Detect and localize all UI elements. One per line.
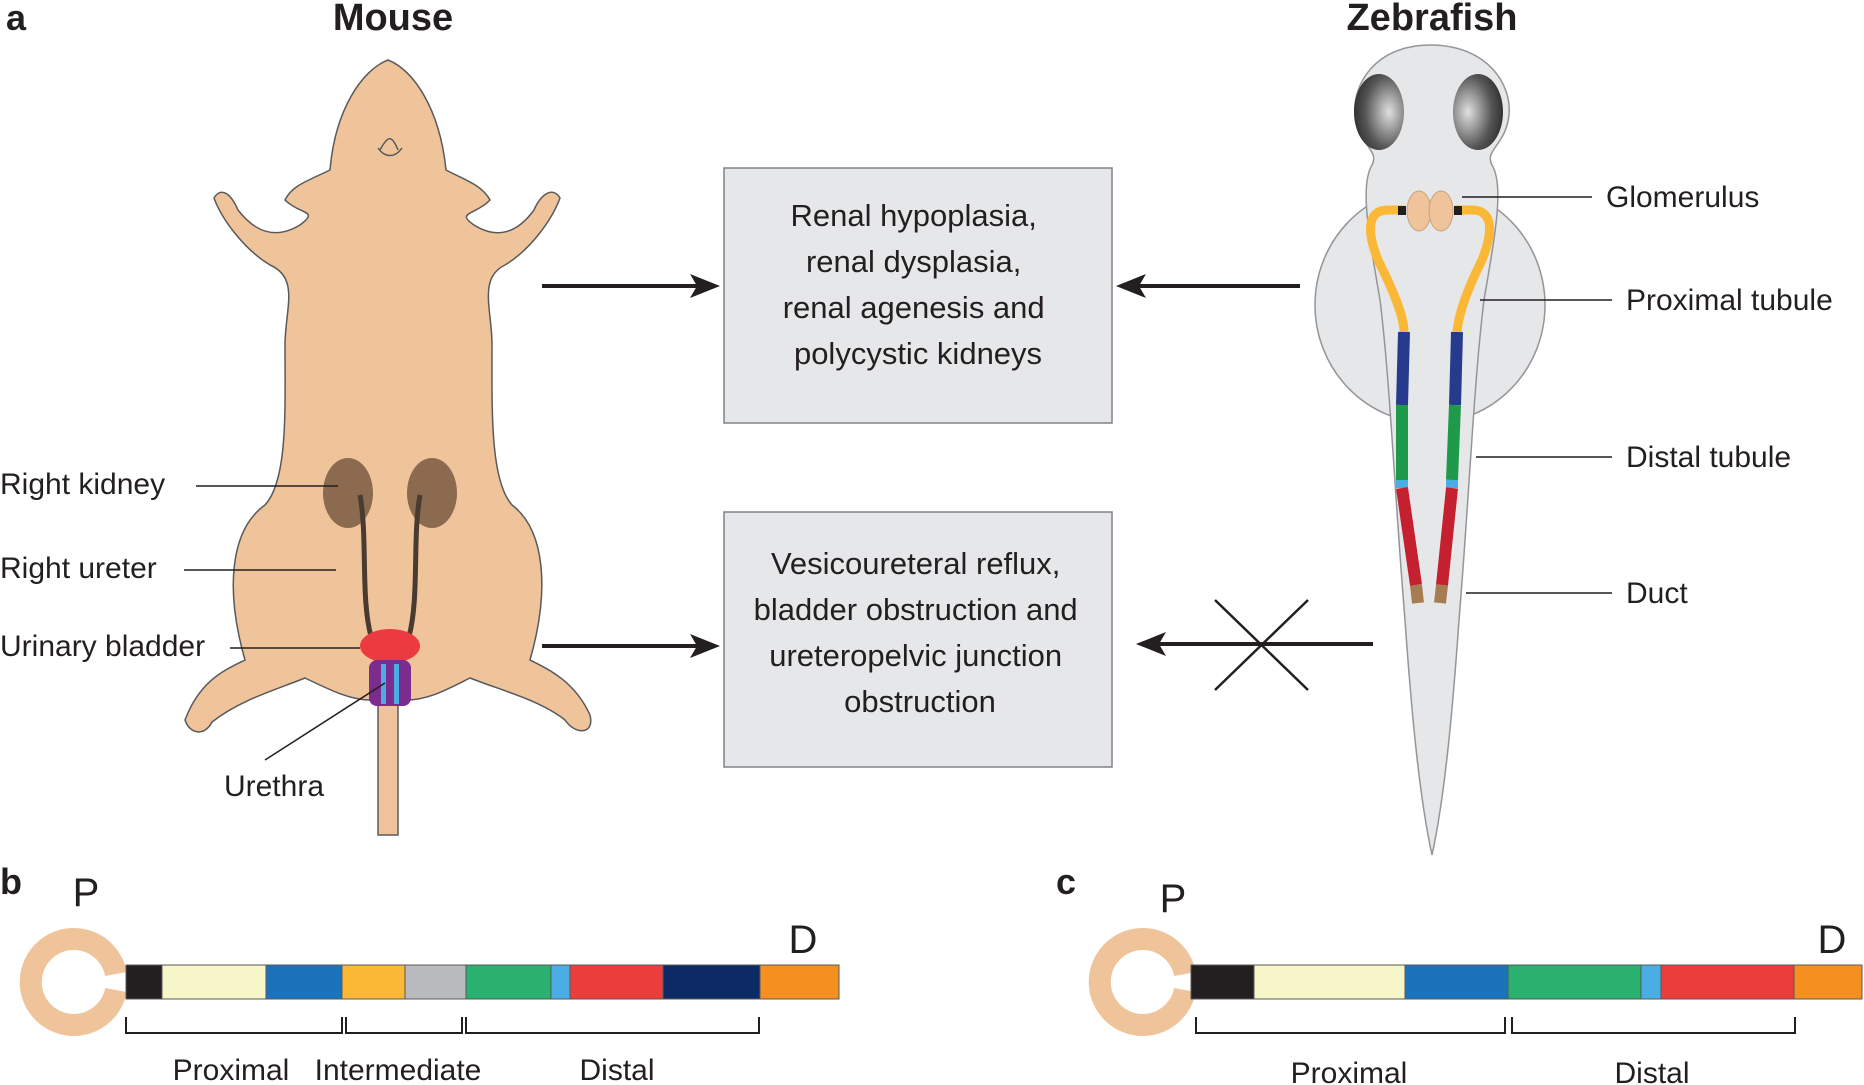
left-kidney <box>407 458 457 528</box>
nephron-segment <box>569 964 664 1000</box>
left-ureter <box>405 494 423 641</box>
nephron-segment <box>1507 964 1642 1000</box>
mouse-title: Mouse <box>333 0 453 39</box>
region-label-intermediate-b: Intermediate <box>315 1054 482 1085</box>
distal-early-right <box>1449 331 1463 406</box>
mouse-illustration <box>184 59 592 836</box>
neck-segment-right <box>1454 206 1462 215</box>
duct-end-right <box>1434 584 1448 604</box>
bowman-capsule-b <box>19 928 127 1036</box>
left-eye <box>1354 74 1404 150</box>
label-glomerulus: Glomerulus <box>1606 181 1759 214</box>
label-right-ureter: Right ureter <box>0 552 157 585</box>
zebrafish-title: Zebrafish <box>1346 0 1517 39</box>
region-label-distal-c: Distal <box>1614 1057 1689 1085</box>
nephron-segment <box>161 964 267 1000</box>
urethra-stripe <box>394 664 399 704</box>
box-bottom-line: ureteropelvic junction <box>769 638 1062 673</box>
nephron-segment <box>1660 964 1795 1000</box>
label-right-kidney: Right kidney <box>0 468 165 501</box>
glomerulus-right <box>1428 190 1454 232</box>
label-urethra: Urethra <box>224 770 324 803</box>
distal-late-right <box>1446 404 1461 481</box>
urethra <box>369 660 411 706</box>
distal-early-left <box>1396 331 1410 406</box>
right-ureter <box>357 494 375 641</box>
nephron-segment <box>125 964 163 1000</box>
nephron-segment <box>662 964 761 1000</box>
distal-end-label-b: D <box>789 918 818 962</box>
label-distal-tubule: Distal tubule <box>1626 441 1791 474</box>
glomerulus-left <box>1406 190 1432 232</box>
nephron-segment <box>1793 964 1863 1000</box>
nephron-c-segments <box>1190 964 1863 1000</box>
phenotype-box-bottom <box>723 511 1113 768</box>
nephron-segment <box>1253 964 1406 1000</box>
label-proximal-tubule: Proximal tubule <box>1626 284 1833 317</box>
right-kidney <box>323 458 373 528</box>
box-top-line: renal agenesis and <box>783 290 1045 325</box>
panel-label-a: a <box>6 0 27 38</box>
label-urinary-bladder: Urinary bladder <box>0 630 205 663</box>
region-brackets-b <box>125 1017 760 1034</box>
phenotype-box-top <box>723 167 1113 424</box>
box-bottom-line: bladder obstruction and <box>754 592 1078 627</box>
nephron-b-segments <box>125 964 840 1000</box>
mouse-nose <box>377 138 403 157</box>
proximal-end-label-c: P <box>1160 877 1187 921</box>
region-label-proximal-c: Proximal <box>1291 1057 1408 1085</box>
panel-label-c: c <box>1056 861 1076 902</box>
box-top-text: Renal hypoplasia, renal dysplasia, renal… <box>783 198 1054 371</box>
nephron-segment <box>404 964 467 1000</box>
leader-urethra <box>264 682 386 761</box>
box-top-line: polycystic kidneys <box>794 336 1042 371</box>
nephron-segment <box>1190 964 1255 1000</box>
duct-end-left <box>1410 584 1424 604</box>
label-duct: Duct <box>1626 577 1688 610</box>
box-top-line: renal dysplasia, <box>806 244 1021 279</box>
region-label-distal-b: Distal <box>579 1054 654 1085</box>
box-top-line: Renal hypoplasia, <box>790 198 1036 233</box>
distal-end-label-c: D <box>1818 918 1847 962</box>
nephron-segment <box>1404 964 1509 1000</box>
arrow-zebrafish-to-bottom-box <box>1136 632 1373 656</box>
duct-red-left <box>1396 487 1422 586</box>
proximal-tubule-right <box>1452 205 1495 333</box>
panel-label-b: b <box>0 861 22 902</box>
nephron-segment <box>465 964 552 1000</box>
nephron-segment <box>341 964 406 1000</box>
region-label-proximal-b: Proximal <box>173 1054 290 1085</box>
arrow-mouse-to-bottom-box <box>542 634 720 658</box>
nephron-segment <box>265 964 343 1000</box>
nephron-segment <box>759 964 840 1000</box>
box-bottom-line: obstruction <box>844 684 996 719</box>
box-bottom-line: Vesicoureteral reflux, <box>771 546 1060 581</box>
nephron-segment <box>550 964 571 1000</box>
duct-red-right <box>1436 487 1458 586</box>
neck-segment-left <box>1398 206 1406 215</box>
proximal-tubule-left <box>1365 205 1409 333</box>
urinary-bladder <box>360 629 420 663</box>
proximal-end-label-b: P <box>73 871 100 915</box>
bowman-capsule-c <box>1088 928 1196 1036</box>
mouse-body <box>184 59 592 836</box>
region-brackets-c <box>1195 1017 1796 1034</box>
right-eye <box>1453 74 1503 150</box>
arrow-mouse-to-top-box <box>542 274 720 298</box>
zebrafish-illustration <box>1314 44 1546 856</box>
cross-mark <box>1214 599 1309 691</box>
box-bottom-text: Vesicoureteral reflux, bladder obstructi… <box>754 546 1087 719</box>
arrow-zebrafish-to-top-box <box>1116 274 1300 298</box>
nephron-segment <box>1640 964 1662 1000</box>
zebrafish-body <box>1354 44 1510 856</box>
